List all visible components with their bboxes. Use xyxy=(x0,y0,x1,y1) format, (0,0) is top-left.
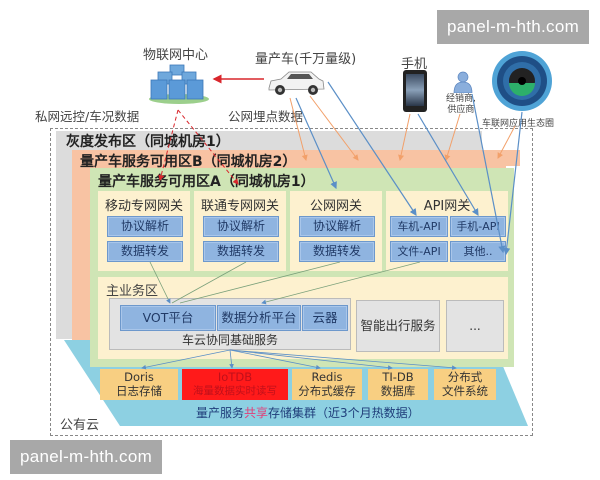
storage-iotdb: IoTDB 海量数据实时读写 xyxy=(182,369,288,400)
gateway-title: API网关 xyxy=(423,199,471,214)
phone-icon xyxy=(403,70,427,112)
platform-data-analysis: 数据分析平台 xyxy=(217,305,301,331)
chip-protocol-parse: 协议解析 xyxy=(203,216,279,237)
watermark-top: panel-m-hth.com xyxy=(437,10,590,44)
storage-desc: 海量数据实时读写 xyxy=(193,385,277,397)
ecosystem-icon xyxy=(491,50,553,112)
zone-a-title: 量产车服务可用区A（同城机房1） xyxy=(98,174,315,190)
storage-name: Redis xyxy=(311,370,343,384)
more-services-box: ... xyxy=(446,300,504,352)
zone-b-right-step xyxy=(480,150,520,166)
iot-center-label: 物联网中心 xyxy=(143,48,209,63)
storage-tidb: TI-DB 数据库 xyxy=(368,369,428,400)
chip-data-forward: 数据转发 xyxy=(107,241,183,262)
gateway-public: 公网网关 协议解析 数据转发 xyxy=(290,191,382,271)
dealer-label-line1: 经销商, xyxy=(446,94,476,104)
storage-dfs: 分布式 文件系统 xyxy=(434,369,496,400)
chip-data-forward: 数据转发 xyxy=(299,241,375,262)
public-net-label: 公网埋点数据 xyxy=(228,109,304,124)
gateway-mobile: 移动专网网关 协议解析 数据转发 xyxy=(98,191,190,271)
dealer-label-line2: 供应商 xyxy=(447,105,475,115)
gateway-title: 联通专网网关 xyxy=(200,199,279,214)
storage-name: IoTDB xyxy=(217,370,253,384)
storage-desc: 分布式缓存 xyxy=(298,384,356,398)
storage-desc: 日志存储 xyxy=(116,384,162,398)
watermark-bottom: panel-m-hth.com xyxy=(10,440,163,474)
mass-cars-label: 量产车(千万量级) xyxy=(255,52,357,67)
storage-name: Doris xyxy=(124,370,154,384)
chip-other: 其他.. xyxy=(450,241,506,262)
public-cloud-label: 公有云 xyxy=(60,418,100,433)
storage-name: 分布式 xyxy=(447,370,483,384)
gateway-unicom: 联通专网网关 协议解析 数据转发 xyxy=(194,191,286,271)
car-icon xyxy=(265,68,327,98)
smart-travel-box: 智能出行服务 xyxy=(356,300,440,352)
phone-label: 手机 xyxy=(401,57,428,72)
dealer-label: 经销商, 供应商 xyxy=(446,94,476,116)
storage-caption: 量产服务共享存储集群（近3个月热数据） xyxy=(196,404,420,421)
private-net-label: 私网远控/车况数据 xyxy=(35,109,140,124)
chip-phone-api: 手机-API xyxy=(450,216,506,237)
chip-file-api: 文件-API xyxy=(390,241,448,262)
gateway-title: 公网网关 xyxy=(309,199,362,214)
storage-name: TI-DB xyxy=(382,370,414,384)
chip-protocol-parse: 协议解析 xyxy=(107,216,183,237)
storage-doris: Doris 日志存储 xyxy=(100,369,178,400)
person-icon xyxy=(453,71,473,94)
storage-redis: Redis 分布式缓存 xyxy=(292,369,362,400)
base-service-label: 车云协同基础服务 xyxy=(181,333,278,347)
storage-caption-highlight: 共享 xyxy=(244,406,269,420)
storage-caption-post: 存储集群（近3个月热数据） xyxy=(268,406,420,420)
platform-vot: VOT平台 xyxy=(120,305,216,331)
gateway-title: 移动专网网关 xyxy=(104,199,183,214)
chip-protocol-parse: 协议解析 xyxy=(299,216,375,237)
chip-car-api: 车机-API xyxy=(390,216,448,237)
storage-caption-pre: 量产服务 xyxy=(196,406,245,420)
storage-desc: 数据库 xyxy=(380,384,416,398)
main-business-title: 主业务区 xyxy=(106,284,159,299)
server-cluster-icon xyxy=(146,63,212,105)
gateway-api: API网关 车机-API 手机-API 文件-API 其他.. xyxy=(386,191,508,271)
platform-cloud-device: 云器 xyxy=(302,305,348,331)
chip-data-forward: 数据转发 xyxy=(203,241,279,262)
storage-desc: 文件系统 xyxy=(442,384,488,398)
gray-release-zone-title: 灰度发布区（同城机房1） xyxy=(66,134,230,150)
